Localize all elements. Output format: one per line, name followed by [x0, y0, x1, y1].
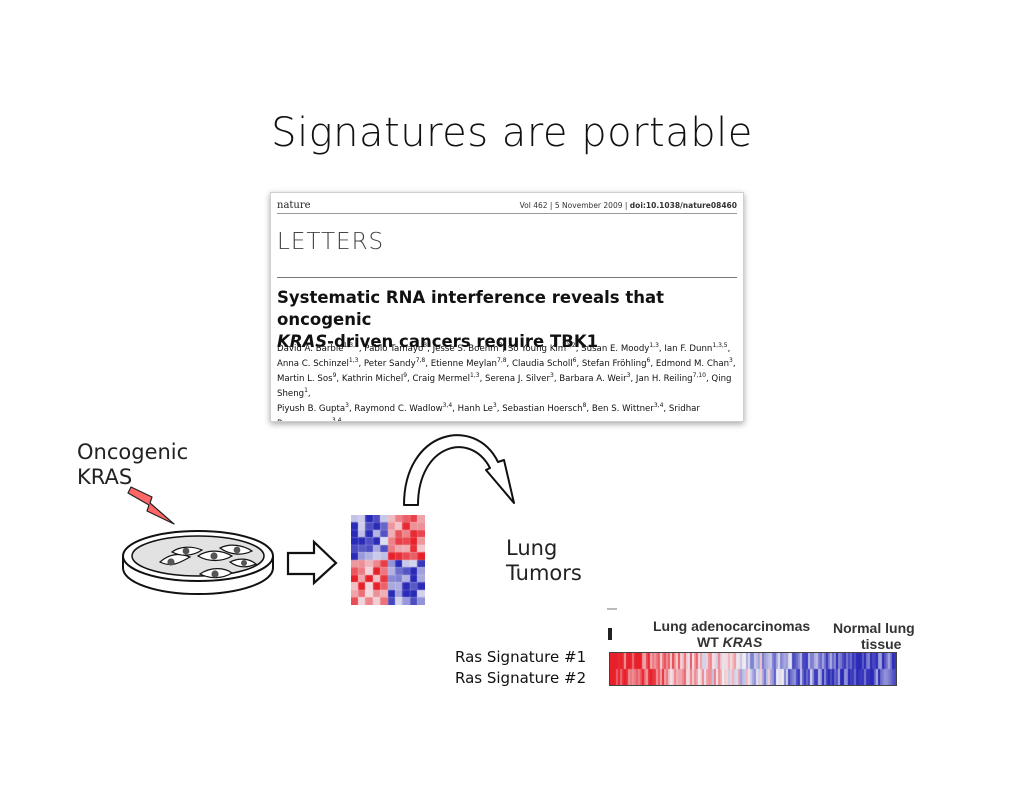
signature-heat-strip-cells [610, 653, 896, 685]
lightning-bolt-icon [127, 486, 175, 525]
author-line: Anna C. Schinzel1,3, Peter Sandy7,8, Eti… [277, 357, 736, 369]
group-label-lung-adenocarcinomas: Lung adenocarcinomas [653, 618, 811, 634]
journal-meta: Vol 462 | 5 November 2009 | doi:10.1038/… [519, 201, 737, 210]
curved-arrow-icon [403, 434, 515, 506]
header-rule [277, 213, 737, 214]
group-label-wt-kras: WT KRAS [697, 634, 763, 650]
ras-signature-1-label: Ras Signature #1 [455, 648, 587, 666]
journal-name: nature [277, 200, 311, 211]
signature-results-panel: Lung adenocarcinomas WT KRAS Normal lung… [607, 608, 915, 690]
lung-tumors-label: Lung Tumors [506, 536, 582, 585]
hollow-right-arrow-icon [286, 539, 338, 586]
decor-mark [608, 628, 612, 640]
oncogenic-kras-label: Oncogenic KRAS [77, 440, 189, 489]
group-label-normal-lung-tissue: Normal lung tissue [833, 620, 915, 652]
expression-heatmap [351, 515, 425, 605]
section-heading: LETTERS [277, 229, 385, 255]
ras-signature-2-label: Ras Signature #2 [455, 669, 587, 687]
heatmap-cells [351, 515, 425, 605]
paper-authors: David A. Barbie1,3,4, Pablo Tamayo3, Jes… [277, 340, 741, 422]
signature-heat-strip [609, 652, 897, 686]
slide-title: Signatures are portable [271, 110, 753, 156]
paper-title: Systematic RNA interference reveals that… [277, 288, 665, 351]
author-line: Martin L. Sos9, Kathrin Michel9, Craig M… [277, 372, 732, 400]
author-line: David A. Barbie1,3,4, Pablo Tamayo3, Jes… [277, 342, 731, 354]
paper-excerpt-image: nature Vol 462 | 5 November 2009 | doi:1… [270, 192, 744, 422]
decor-tick [607, 608, 617, 610]
section-rule [277, 277, 737, 278]
author-line: Piyush B. Gupta3, Raymond C. Wadlow3,4, … [277, 402, 700, 422]
petri-dish-icon [122, 530, 274, 595]
